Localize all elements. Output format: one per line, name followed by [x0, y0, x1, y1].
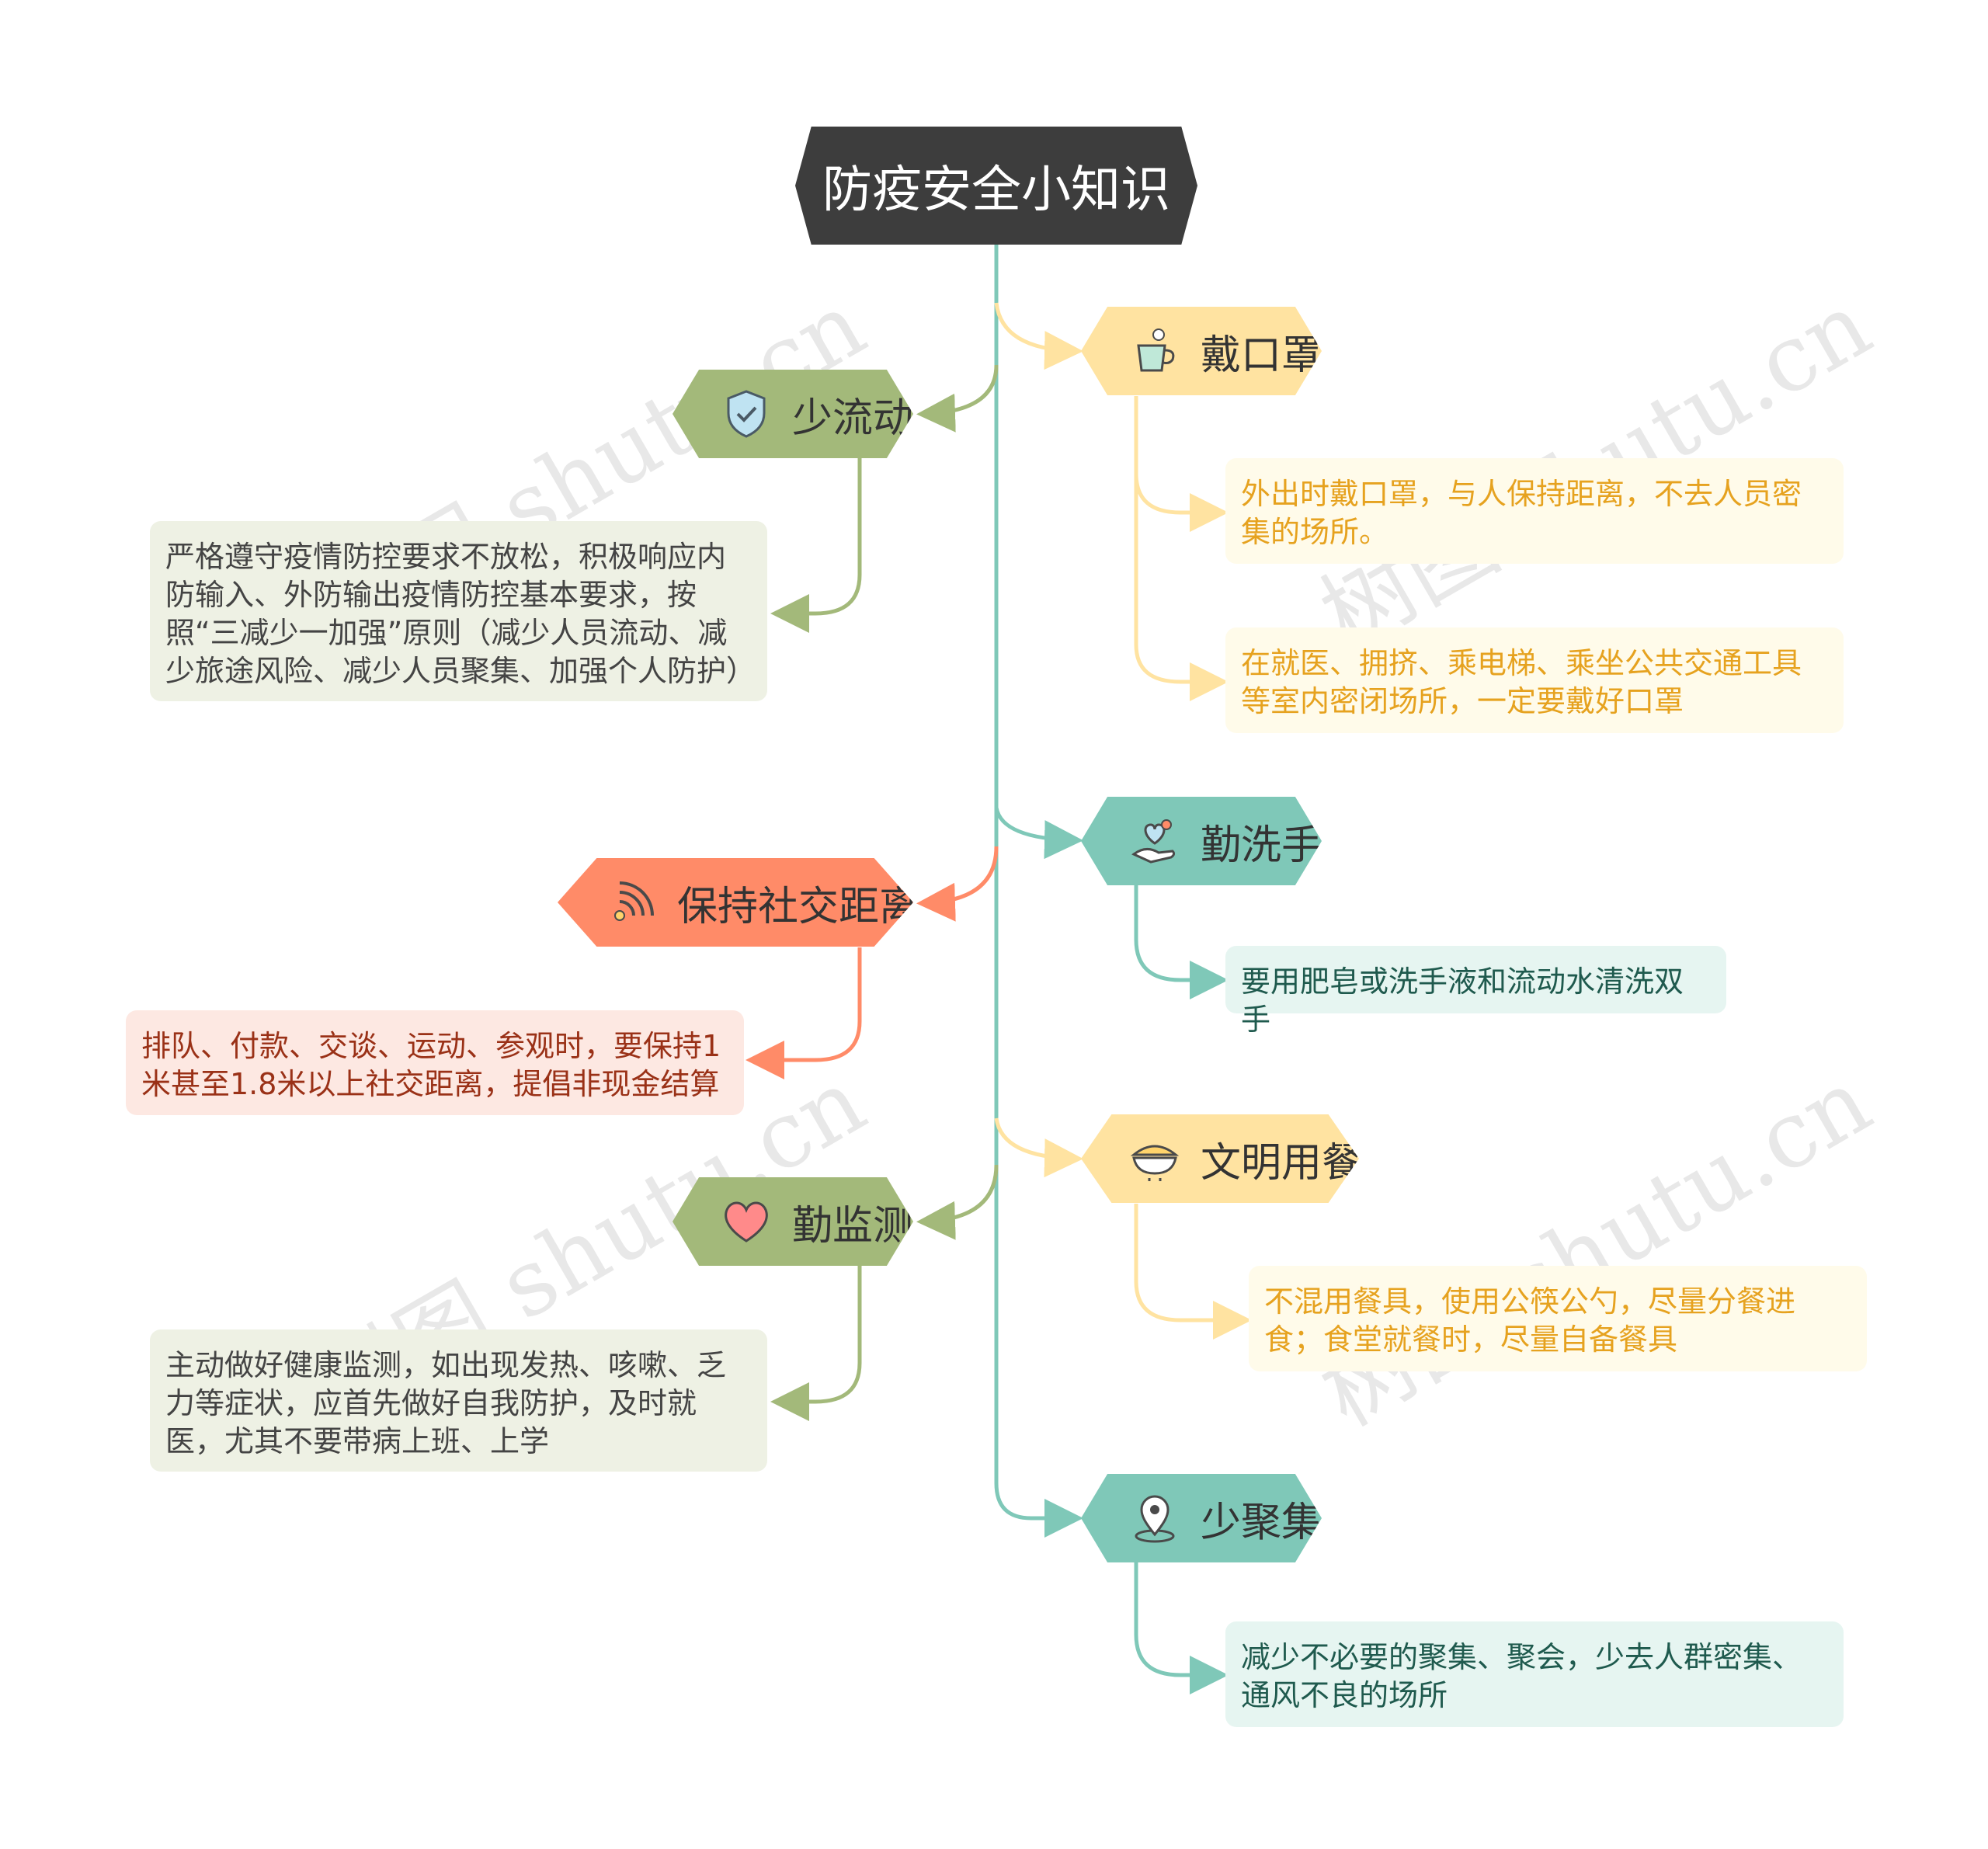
leaf-monitor[interactable]: 主动做好健康监测，如出现发热、咳嗽、乏力等症状，应首先做好自我防护，及时就医，尤…	[150, 1329, 767, 1472]
leaf-less-gathering[interactable]: 减少不必要的聚集、聚会，少去人群密集、通风不良的场所	[1225, 1621, 1844, 1727]
topic-social-distance[interactable]: 保持社交距离	[558, 858, 913, 947]
topic-civil-dining[interactable]: 文明用餐	[1081, 1114, 1359, 1203]
topic-less-flow[interactable]: 少流动	[673, 370, 913, 458]
topic-label: 勤洗手	[1201, 822, 1322, 869]
cup-mask-icon	[1137, 328, 1175, 372]
leaf-less-flow[interactable]: 严格遵守疫情防控要求不放松，积极响应内防输入、外防输出疫情防控基本要求，按照“三…	[150, 521, 767, 701]
leaf-social-distance[interactable]: 排队、付款、交谈、运动、参观时，要保持1米甚至1.8米以上社交距离，提倡非现金结…	[126, 1010, 744, 1115]
leaf-mask-1[interactable]: 外出时戴口罩，与人保持距离，不去人员密集的场所。	[1225, 458, 1844, 564]
topic-label: 保持社交距离	[677, 883, 920, 930]
leaf-civil-dining[interactable]: 不混用餐具，使用公筷公勺，尽量分餐进食；食堂就餐时，尽量自备餐具	[1249, 1266, 1867, 1371]
topic-monitor[interactable]: 勤监测	[673, 1177, 913, 1266]
topic-label: 少聚集	[1201, 1499, 1322, 1546]
topic-wash-hands[interactable]: 勤洗手	[1081, 797, 1322, 885]
heart-icon	[725, 1201, 768, 1243]
leaf-mask-2[interactable]: 在就医、拥挤、乘电梯、乘坐公共交通工具等室内密闭场所，一定要戴好口罩	[1225, 627, 1844, 733]
food-bowl-icon	[1130, 1145, 1180, 1181]
topic-mask[interactable]: 戴口罩	[1081, 307, 1322, 395]
location-pin-icon	[1135, 1495, 1175, 1543]
root-topic[interactable]: 防疫安全小知识	[795, 127, 1197, 245]
topic-less-gathering[interactable]: 少聚集	[1081, 1474, 1322, 1562]
topic-label: 少流动	[792, 394, 914, 442]
leaf-wash-hands[interactable]: 要用肥皂或洗手液和流动水清洗双手	[1225, 946, 1726, 1037]
hand-heart-icon	[1131, 819, 1176, 864]
signal-waves-icon	[614, 881, 654, 921]
shield-check-icon	[727, 390, 766, 438]
root-label: 防疫安全小知识	[822, 162, 1170, 219]
topic-label: 文明用餐	[1201, 1139, 1363, 1187]
topic-label: 戴口罩	[1201, 332, 1322, 379]
topic-label: 勤监测	[792, 1202, 914, 1249]
